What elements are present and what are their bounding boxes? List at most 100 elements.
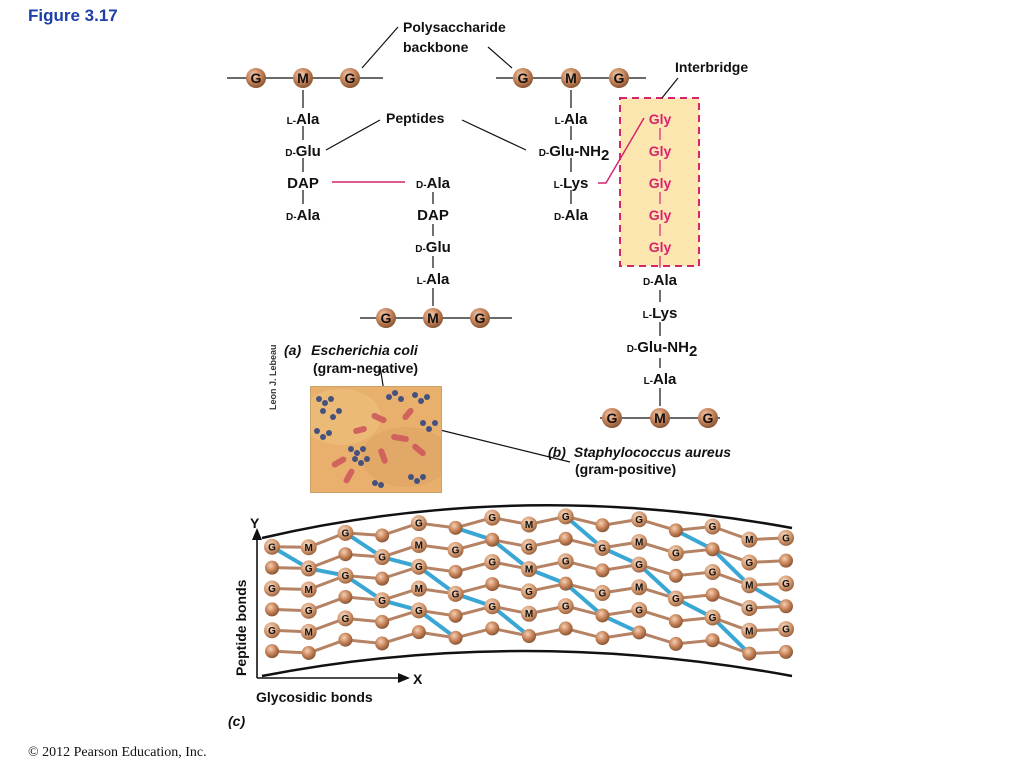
sheet-bead xyxy=(668,614,683,629)
sheet-g-label: G xyxy=(562,557,570,568)
sheet-bead xyxy=(631,533,648,550)
sheet-m-label: M xyxy=(305,585,313,596)
sheet-bead xyxy=(705,633,720,648)
sheet-g-label: G xyxy=(599,588,607,599)
sheet-bead xyxy=(375,636,390,651)
sheet-bead xyxy=(485,532,500,547)
axis-y-letter: Y xyxy=(250,515,260,531)
amino-acid: D-Glu-NH2 xyxy=(539,143,610,164)
peptide-crosslink xyxy=(563,514,605,550)
sheet-bead xyxy=(338,589,353,604)
peptides-label: Peptides xyxy=(386,110,445,126)
sheet-bead xyxy=(448,564,463,579)
sugar-m-bead xyxy=(561,68,581,88)
amino-acid: D-Glu-NH2 xyxy=(627,339,698,360)
sheet-g-label: G xyxy=(488,513,496,524)
sheet-g-label: G xyxy=(488,602,496,613)
sheet-m-label: M xyxy=(525,565,533,576)
sheet-g-label: G xyxy=(488,557,496,568)
axis-x-label: Glycosidic bonds xyxy=(256,689,373,705)
part-b-caption: (b)Staphylococcus aureus xyxy=(548,444,731,460)
copyright: © 2012 Pearson Education, Inc. xyxy=(28,745,207,760)
sheet-bead xyxy=(631,601,648,618)
amino-acid: D-Ala xyxy=(554,207,589,224)
sugar-g-bead xyxy=(609,68,629,88)
sheet-bead xyxy=(779,644,793,659)
part-c-label: (c) xyxy=(228,713,245,729)
sheet-m-label: M xyxy=(635,583,643,594)
glycine: Gly xyxy=(649,207,672,223)
sheet-bead xyxy=(558,576,573,591)
photo-credit: Leon J. Lebeau xyxy=(268,344,278,410)
sheet-bead xyxy=(595,608,610,623)
sheet-bead xyxy=(264,580,280,597)
sheet-bead xyxy=(779,553,793,568)
micrograph-photo xyxy=(310,386,442,493)
sheet-bead xyxy=(668,523,683,538)
amino-acid: D-Glu xyxy=(285,143,321,160)
sheet-m-label: M xyxy=(525,609,533,620)
sheet-bead xyxy=(265,644,279,659)
sheet-bead xyxy=(632,625,647,640)
sheet-bead xyxy=(264,538,280,555)
sheet-bead xyxy=(778,529,794,546)
sheet-bead xyxy=(521,605,537,622)
sheet-bead xyxy=(447,585,464,602)
sheet-g-label: G xyxy=(452,589,460,600)
amino-acid: L-Lys xyxy=(643,305,678,322)
sheet-bead xyxy=(557,508,574,525)
sheet-bead xyxy=(447,541,464,558)
sugar-g-label: G xyxy=(345,70,356,86)
sheet-m-label: M xyxy=(525,520,533,531)
amino-acid: D-Ala xyxy=(416,175,451,192)
sheet-g-label: G xyxy=(415,519,423,530)
staph-top-backbone: G M G xyxy=(496,68,646,88)
sheet-bead xyxy=(410,580,427,597)
sheet-g-label: G xyxy=(782,533,790,544)
sheet-bead xyxy=(741,554,758,571)
sheet-bead xyxy=(484,598,501,615)
sugar-g-label: G xyxy=(518,70,529,86)
sheet-bead xyxy=(485,621,500,636)
sheet-bead xyxy=(704,563,721,580)
sheet-bead xyxy=(558,531,573,546)
sheet-bead xyxy=(779,599,793,614)
sheet-bead xyxy=(667,545,684,562)
sheet-bead xyxy=(668,636,683,651)
sheet-bead xyxy=(485,577,500,592)
sheet-bead xyxy=(742,646,757,661)
sheet-g-label: G xyxy=(452,545,460,556)
sheet-g-label: G xyxy=(342,528,350,539)
sheet-g-label: G xyxy=(378,596,386,607)
sugar-g-bead xyxy=(376,308,396,328)
sheet-g-label: G xyxy=(635,515,643,526)
sheet-bead xyxy=(300,623,317,640)
sheet-g-label: G xyxy=(415,562,423,573)
glycine: Gly xyxy=(649,111,672,127)
amino-acid: L-Ala xyxy=(555,111,588,128)
sheet-bead xyxy=(704,518,721,535)
staph-bottom-backbone: G M G xyxy=(600,408,720,428)
sheet-g-label: G xyxy=(709,522,717,533)
sugar-m-label: M xyxy=(427,310,439,326)
ecoli-bottom-backbone: G M G xyxy=(360,308,512,328)
sheet-bead xyxy=(741,622,758,639)
sheet-bead xyxy=(448,630,463,645)
sheet-bead xyxy=(741,577,758,594)
sheet-bead xyxy=(300,539,317,556)
sheet-g-label: G xyxy=(709,613,717,624)
sheet-bead xyxy=(265,602,279,617)
sugar-g-label: G xyxy=(614,70,625,86)
sheet-g-label: G xyxy=(782,579,790,590)
sheet-g-label: G xyxy=(672,549,680,560)
sheet-g-label: G xyxy=(635,560,643,571)
sheet-bead xyxy=(338,632,353,647)
sheet-bead xyxy=(374,549,391,566)
sheet-bead xyxy=(557,598,574,615)
sugar-g-label: G xyxy=(381,310,392,326)
sheet-g-label: G xyxy=(745,604,753,615)
amino-acid: DAP xyxy=(287,175,319,192)
sheet-bead xyxy=(521,561,537,578)
axis-y-label: Peptide bonds xyxy=(233,579,249,676)
